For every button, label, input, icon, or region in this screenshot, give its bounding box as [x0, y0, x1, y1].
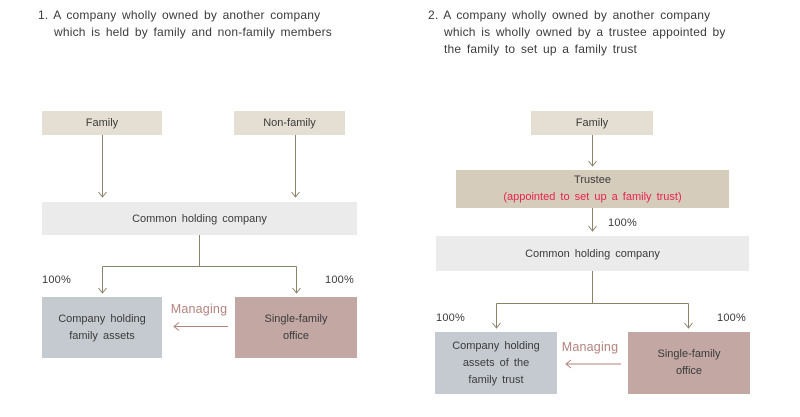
holding-company-box-2: Common holding company: [436, 236, 749, 271]
holding-company-box-1: Common holding company: [42, 202, 357, 235]
trust-assets-box-2: Company holding assets of the family tru…: [435, 332, 557, 394]
single-family-office-box-2: Single-family office: [628, 332, 750, 394]
branch-junction-1: [102, 235, 297, 267]
managing-label-2: Managing: [561, 340, 619, 354]
single-family-office-box-1: Single-family office: [235, 297, 357, 358]
family-box-1: Family: [42, 111, 162, 135]
branch-junction-2: [496, 271, 689, 304]
family-box-2: Family: [531, 111, 653, 135]
pct-label-right-1: 100%: [325, 274, 354, 286]
pct-label-left-1: 100%: [42, 274, 71, 286]
pct-label-right-2: 100%: [717, 312, 746, 324]
diagram1-title: 1. A company wholly owned by another com…: [38, 8, 332, 39]
nonfamily-box-1: Non-family: [234, 111, 345, 135]
managing-label-1: Managing: [170, 302, 228, 316]
pct-label-left-2: 100%: [436, 312, 465, 324]
family-assets-box-1: Company holding family assets: [42, 297, 162, 358]
pct-label-trustee-2: 100%: [608, 217, 637, 229]
trustee-label: Trustee: [574, 174, 611, 186]
diagram2-title: 2. A company wholly owned by another com…: [428, 8, 726, 56]
trustee-appointed-note: (appointed to set up a family trust): [503, 191, 682, 203]
trustee-box: Trustee (appointed to set up a family tr…: [456, 170, 729, 208]
